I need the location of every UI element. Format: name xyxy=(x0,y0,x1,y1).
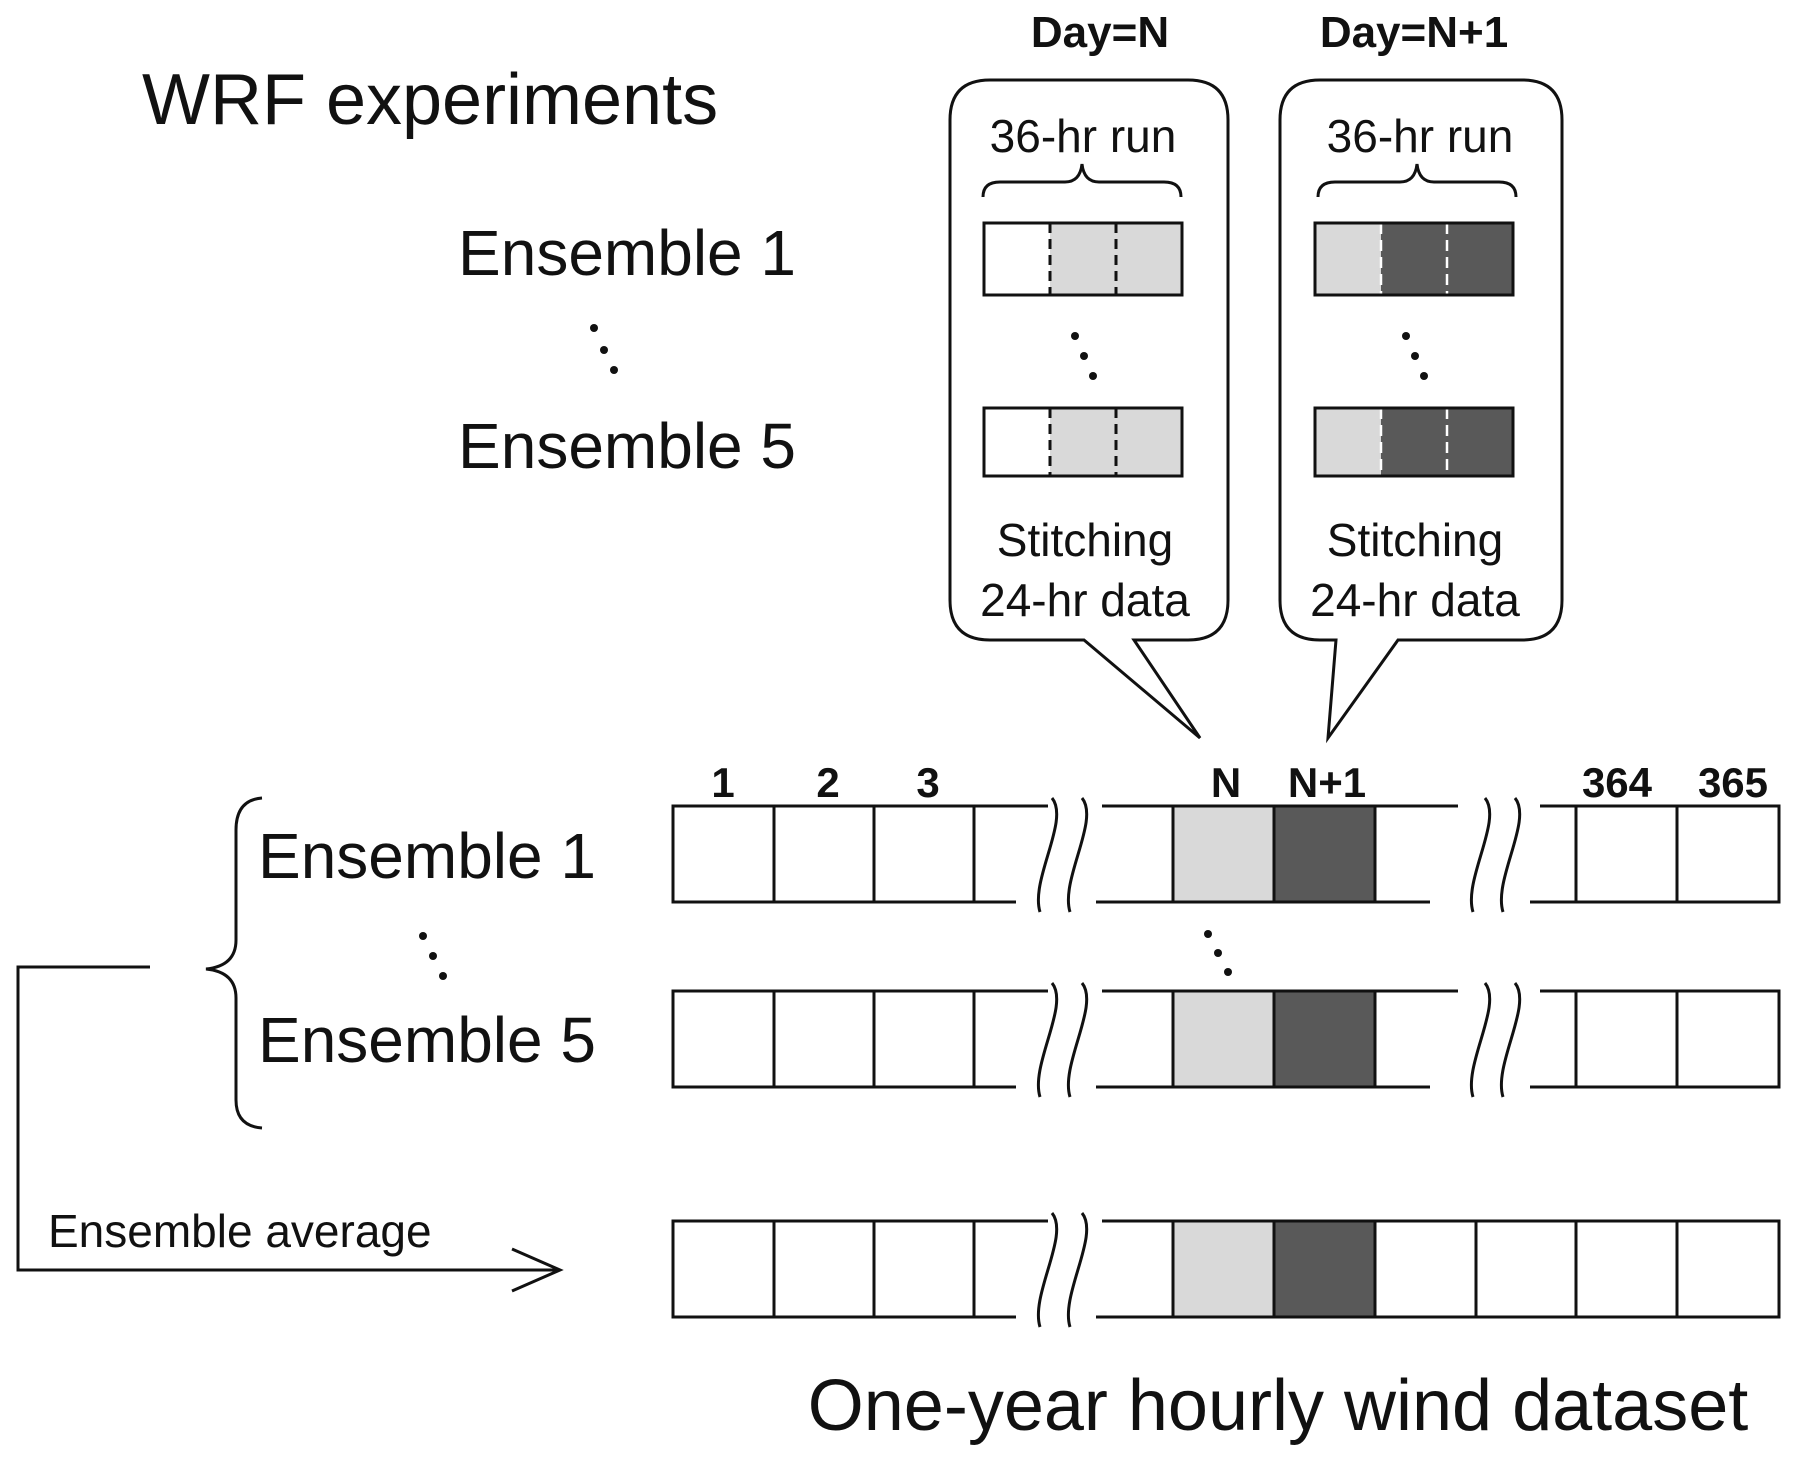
callout-day-n1-e1-seg-1 xyxy=(1315,223,1381,295)
top-ensemble-5-label: Ensemble 5 xyxy=(458,410,796,482)
ensemble-average-arrowhead xyxy=(511,1247,564,1293)
row3-cell-3 xyxy=(872,1219,976,1319)
top-ensemble-ellipsis xyxy=(590,324,618,374)
row-ensemble-5-label: Ensemble 5 xyxy=(258,1004,596,1076)
callout-day-n1-bubble xyxy=(1278,78,1564,744)
callout-day-n1-run-label: 36-hr run xyxy=(1327,110,1514,162)
row2-cell-2 xyxy=(772,989,876,1089)
row3-cell-n1 xyxy=(1272,1219,1377,1319)
row1-cell-1 xyxy=(671,804,776,904)
row3-cell-364 xyxy=(1574,1219,1679,1319)
row-ensemble-1-label: Ensemble 1 xyxy=(258,820,596,892)
row3-cell-2 xyxy=(772,1219,876,1319)
row1-cell-364 xyxy=(1574,804,1679,904)
callout-day-n1-ellipsis xyxy=(1402,332,1428,380)
callout-day-n-stitch-line-2: 24-hr data xyxy=(980,574,1190,626)
callout-day-n-e5-seg-2 xyxy=(1050,408,1116,476)
row2-cell-4-open xyxy=(972,989,1048,1089)
row3-cell-1 xyxy=(671,1219,776,1319)
day-label-n: N xyxy=(1211,759,1241,806)
row-bar-ellipsis xyxy=(1204,930,1232,976)
callout-day-n-e1-seg-2 xyxy=(1050,223,1116,295)
row3-cell-8 xyxy=(1474,1219,1578,1319)
day-n1-label: Day=N+1 xyxy=(1320,8,1508,57)
dataset-label: One-year hourly wind dataset xyxy=(808,1366,1749,1446)
callout-day-n1-stitch-line-1: Stitching xyxy=(1327,514,1503,566)
row2-gap-right xyxy=(1096,989,1173,1089)
row2-cell-1 xyxy=(671,989,776,1089)
callout-day-n1-e5-seg-3 xyxy=(1447,408,1513,476)
ensemble-average-label: Ensemble average xyxy=(48,1205,432,1257)
callout-day-n-run-label: 36-hr run xyxy=(990,110,1177,162)
row1-break-1 xyxy=(1036,797,1089,913)
callout-day-n1-brace xyxy=(1316,163,1518,198)
row-ensemble-ellipsis xyxy=(419,932,447,980)
callout-day-n-ellipsis xyxy=(1071,332,1097,380)
callout-day-n-e5-seg-1 xyxy=(984,408,1050,476)
row2-cell-n xyxy=(1171,989,1276,1089)
day-label-364: 364 xyxy=(1582,759,1653,806)
row1-break-2 xyxy=(1469,797,1522,913)
day-label-3: 3 xyxy=(916,759,939,806)
callout-day-n: 36-hr run Stitching 24-hr data xyxy=(948,78,1230,740)
row2-cell-365 xyxy=(1675,989,1781,1089)
row1-cell-3 xyxy=(872,804,976,904)
top-ensemble-1-label: Ensemble 1 xyxy=(458,217,796,289)
callout-day-n1-e1-seg-2 xyxy=(1381,223,1447,295)
callout-day-n1: 36-hr run Stitching 24-hr data xyxy=(1278,78,1564,744)
diagram-title: WRF experiments xyxy=(142,60,718,140)
row2-cell-n1 xyxy=(1272,989,1377,1089)
row1-after-n1 xyxy=(1375,804,1458,904)
callout-day-n1-ensemble-5-bar xyxy=(1313,406,1515,478)
callout-day-n-ensemble-1-bar xyxy=(982,221,1184,297)
ensemble-group-brace xyxy=(205,796,263,1130)
day-n-label: Day=N xyxy=(1031,8,1169,57)
ensemble-average-connector xyxy=(16,965,558,1272)
row3-cell-7 xyxy=(1373,1219,1478,1319)
callout-day-n-e1-seg-3 xyxy=(1116,223,1182,295)
row2-break-2 xyxy=(1469,982,1522,1098)
row1-cell-n1 xyxy=(1272,804,1377,904)
row3-cell-365 xyxy=(1675,1219,1781,1319)
callout-day-n-bubble xyxy=(948,78,1230,740)
callout-day-n-stitch-line-1: Stitching xyxy=(997,514,1173,566)
day-label-2: 2 xyxy=(816,759,839,806)
row3-break-1 xyxy=(1036,1212,1089,1328)
callout-day-n-ensemble-5-bar xyxy=(982,406,1184,478)
row-ensemble-1-bar xyxy=(671,797,1781,913)
row2-cell-364 xyxy=(1574,989,1679,1089)
day-label-1: 1 xyxy=(711,759,734,806)
row2-after-n1 xyxy=(1375,989,1458,1089)
callout-day-n-e1-seg-1 xyxy=(984,223,1050,295)
callout-day-n-brace xyxy=(981,163,1183,198)
row2-break-1 xyxy=(1036,982,1089,1098)
callout-day-n1-ensemble-1-bar xyxy=(1313,221,1515,297)
callout-day-n-e5-seg-3 xyxy=(1116,408,1182,476)
row-average-bar xyxy=(671,1212,1781,1328)
row1-before-364 xyxy=(1530,804,1576,904)
row1-cell-4-open xyxy=(972,804,1048,904)
row1-cell-n xyxy=(1171,804,1276,904)
row3-gap-right xyxy=(1096,1219,1173,1319)
row2-before-364 xyxy=(1530,989,1576,1089)
day-label-365: 365 xyxy=(1698,759,1768,806)
callout-day-n1-e1-seg-3 xyxy=(1447,223,1513,295)
day-label-n1: N+1 xyxy=(1288,759,1366,806)
row1-cell-365 xyxy=(1675,804,1781,904)
row2-cell-3 xyxy=(872,989,976,1089)
callout-day-n1-stitch-line-2: 24-hr data xyxy=(1310,574,1520,626)
callout-day-n1-e5-seg-1 xyxy=(1315,408,1381,476)
row3-cell-4-open xyxy=(972,1219,1048,1319)
row1-gap-right xyxy=(1096,804,1173,904)
row1-cell-2 xyxy=(772,804,876,904)
row-ensemble-5-bar xyxy=(671,982,1781,1098)
callout-day-n1-e5-seg-2 xyxy=(1381,408,1447,476)
row3-cell-n xyxy=(1171,1219,1276,1319)
